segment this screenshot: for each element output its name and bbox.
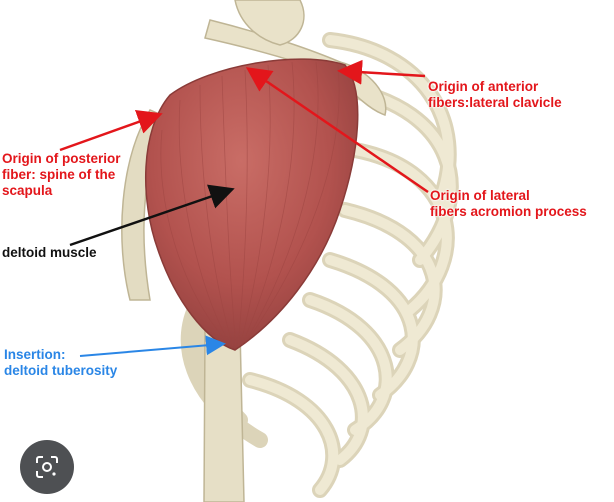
label-lateral-origin: Origin of lateral fibers acromion proces…: [430, 188, 587, 219]
humerus: [203, 329, 245, 502]
lens-search-button[interactable]: [20, 440, 74, 494]
label-deltoid-muscle: deltoid muscle: [2, 245, 97, 260]
deltoid-muscle-shape: [144, 58, 359, 351]
arrow-anterior: [337, 59, 426, 85]
arrow-lateral: [245, 67, 429, 194]
label-anterior-origin: Origin of anterior fibers:lateral clavic…: [428, 79, 562, 110]
muscle-fibers: [160, 61, 340, 348]
arrow-muscle: [69, 184, 235, 247]
arrow-insertion: [79, 335, 226, 357]
lens-search-icon: [36, 456, 58, 478]
label-insertion: Insertion: deltoid tuberosity: [4, 347, 118, 378]
label-posterior-origin: Origin of posterior fiber: spine of the …: [2, 151, 121, 198]
arrow-posterior: [59, 109, 163, 152]
